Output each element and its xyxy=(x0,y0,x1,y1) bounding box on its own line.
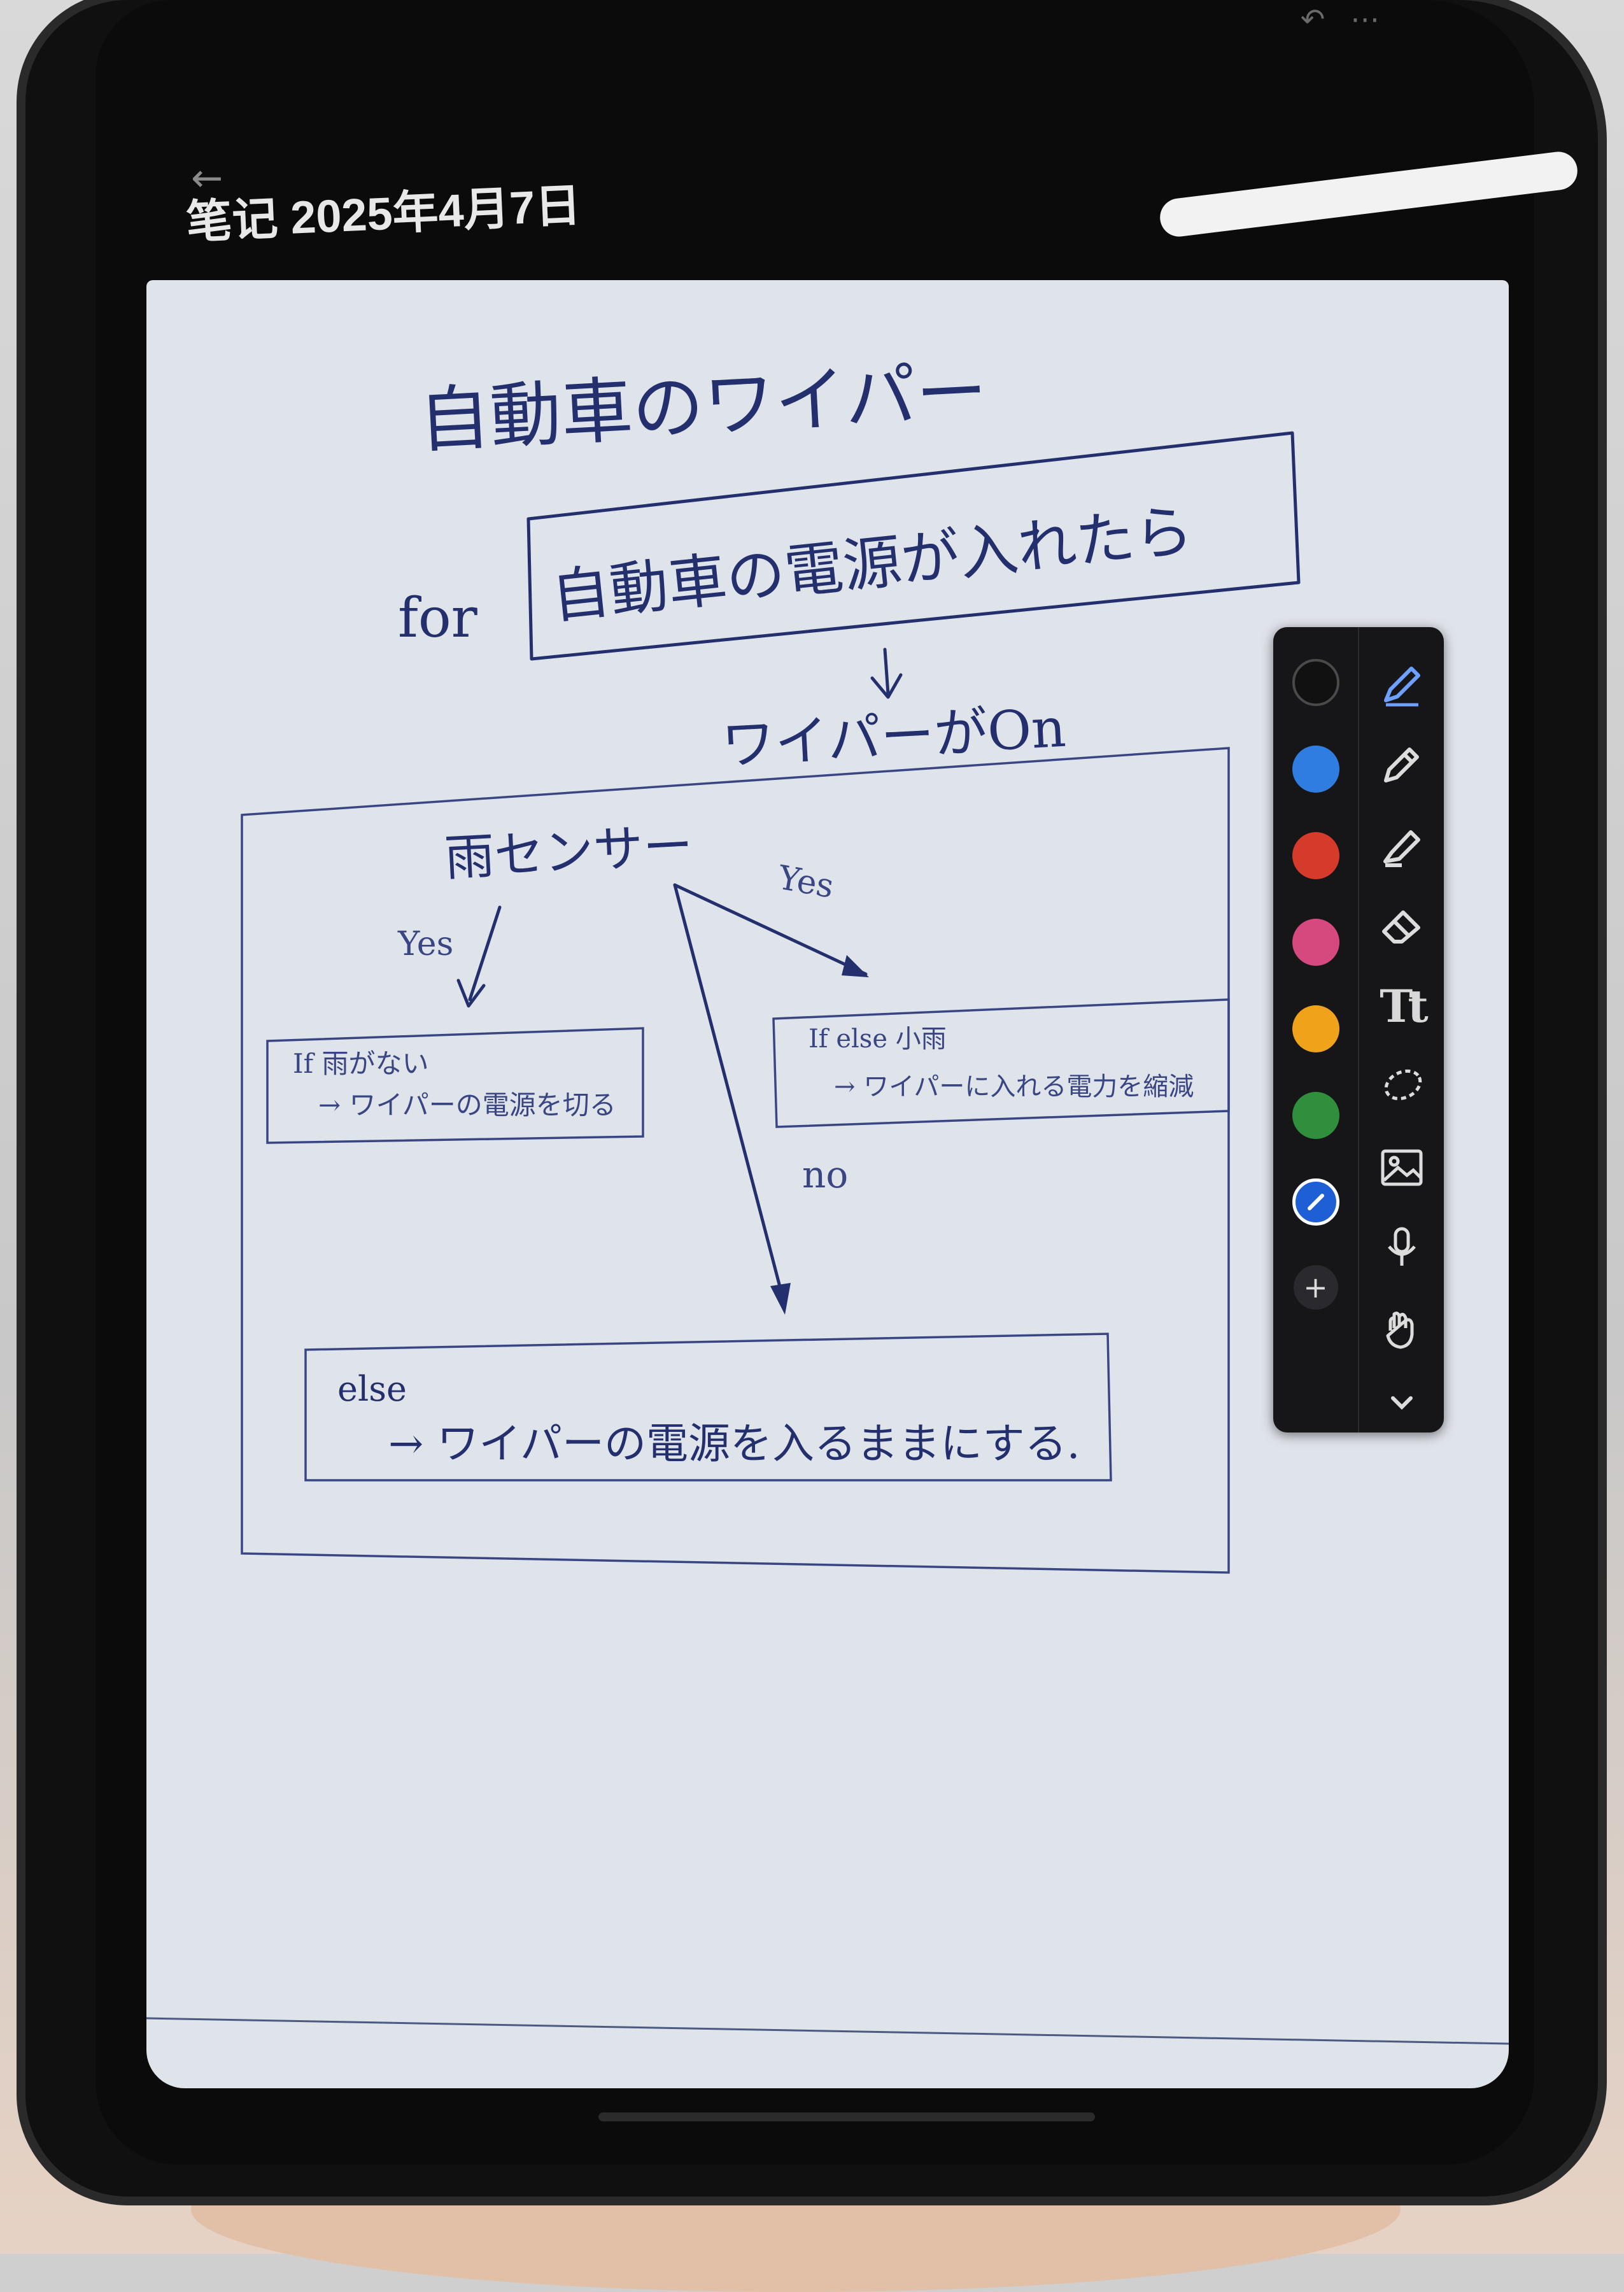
image-icon[interactable] xyxy=(1373,1142,1430,1193)
more-icon[interactable]: ⋯ xyxy=(1350,2,1380,36)
for-label: for xyxy=(398,586,478,650)
home-indicator[interactable] xyxy=(598,2112,1095,2121)
color-swatch-red[interactable] xyxy=(1292,832,1339,879)
yes-right-label: Yes xyxy=(775,859,837,906)
condition-text: 自動車の電源が入れたら xyxy=(548,497,1196,632)
top-action-buttons: ↶ ⋯ xyxy=(1267,0,1413,38)
no-arrow xyxy=(673,883,785,1301)
yes-right-arrowhead xyxy=(842,955,869,977)
pen-icon[interactable] xyxy=(1373,659,1430,710)
rain-sensor-text: 雨センサー xyxy=(443,817,694,888)
chevron-down-icon[interactable] xyxy=(1373,1383,1430,1421)
yes-left-arrow xyxy=(456,905,502,1008)
canvas-title: 自動車のワイパー xyxy=(417,350,989,463)
yes-right-arrow xyxy=(673,883,868,976)
color-column: + xyxy=(1273,627,1359,1432)
color-swatch-blue[interactable] xyxy=(1292,746,1339,793)
color-swatch-black[interactable] xyxy=(1292,659,1339,706)
no-arrowhead xyxy=(770,1283,791,1315)
else-line: → ワイパーの電源を入るままにする. xyxy=(388,1419,1080,1468)
condition-box xyxy=(526,431,1301,661)
if-line1: If 雨がない xyxy=(293,1048,429,1079)
color-swatch-orange[interactable] xyxy=(1292,1005,1339,1052)
if-box xyxy=(266,1027,644,1144)
note-title: 笔记 2025年4月7日 xyxy=(185,180,583,248)
else-box xyxy=(304,1333,1112,1482)
hand-icon[interactable] xyxy=(1373,1303,1430,1354)
drawing-toolbar: + Tt xyxy=(1273,627,1444,1432)
color-swatch-pink[interactable] xyxy=(1292,919,1339,966)
undo-icon[interactable]: ↶ xyxy=(1300,2,1325,36)
lasso-icon[interactable] xyxy=(1373,1062,1430,1113)
highlighter-icon[interactable] xyxy=(1373,819,1430,870)
down-arrow xyxy=(870,647,903,699)
handwriting-layer: 自動車のワイパー for 自動車の電源が入れたら ワイパーがOn 雨センサー Y… xyxy=(146,350,1509,2045)
pencil-icon[interactable] xyxy=(1373,739,1430,790)
add-color-button[interactable]: + xyxy=(1293,1265,1338,1310)
microphone-icon[interactable] xyxy=(1373,1222,1430,1273)
else-label: else xyxy=(337,1369,407,1409)
text-icon[interactable]: Tt xyxy=(1380,980,1428,1033)
edit-icon xyxy=(1307,1194,1324,1210)
if-line2: → ワイパーの電源を切る xyxy=(318,1089,616,1121)
page-bottom-rule xyxy=(146,2017,1509,2045)
elif-line2: → ワイパーに入れる電力を縮減 xyxy=(834,1072,1194,1101)
tool-column: Tt xyxy=(1359,627,1444,1432)
color-swatch-green[interactable] xyxy=(1292,1092,1339,1139)
back-arrow-icon[interactable]: ← xyxy=(191,156,223,201)
eraser-icon[interactable] xyxy=(1373,900,1430,951)
wiper-on-text: ワイパーがOn xyxy=(720,697,1068,777)
outer-box xyxy=(241,747,1230,1574)
no-label: no xyxy=(802,1153,848,1196)
screen: ↶ ⋯ ← 笔记 2025年4月7日 自動車のワイパー for 自動車の電源が入… xyxy=(95,0,1534,2165)
elif-line1: If else 小雨 xyxy=(808,1024,947,1054)
yes-left-label: Yes xyxy=(397,925,453,963)
color-swatch-custom-active[interactable] xyxy=(1292,1178,1339,1226)
elif-box xyxy=(772,998,1230,1128)
